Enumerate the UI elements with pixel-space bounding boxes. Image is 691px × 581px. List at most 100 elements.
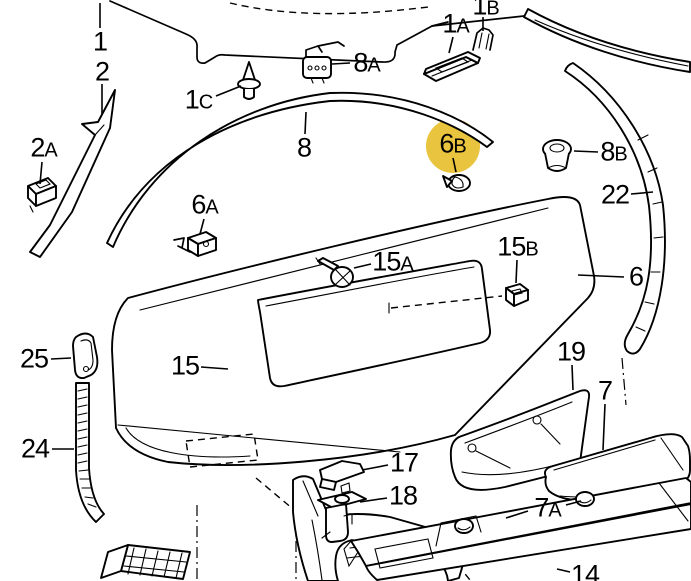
part-label-number: 1 [92,26,108,57]
leader-line-15A [353,263,372,269]
part-label-1C[interactable]: 1C [185,86,214,114]
part-label-number: 8 [600,136,615,167]
part-label-suffix: B [453,135,467,158]
part-label-number: 15 [170,350,200,381]
part-label-1[interactable]: 1 [92,26,108,57]
part-label-7A[interactable]: 7A [534,492,562,523]
base-rail-shape [343,477,691,581]
end-cap-shape [72,332,99,380]
window-trim-arc-shape [106,91,494,248]
part-label-6A[interactable]: 6A [191,191,219,219]
push-pin-shape [237,61,261,100]
cover-cap-shape [319,460,365,494]
part-label-suffix: A [44,139,58,162]
leader-line-18 [359,497,388,503]
part-label-number: 17 [389,447,419,478]
leader-line-2A [39,161,43,185]
leader-line-6 [577,274,625,278]
part-label-number: 25 [19,343,49,374]
part-label-suffix: A [400,253,414,276]
part-label-suffix: B [486,0,500,20]
part-label-1B[interactable]: 1B [472,0,499,20]
bracket-clip-shape [173,231,217,257]
part-label-suffix: A [367,54,381,77]
part-label-number: 18 [388,480,418,511]
artwork [27,0,691,581]
pillar-clip-shape [27,177,57,213]
part-label-1A[interactable]: 1A [442,8,469,39]
part-label-6[interactable]: 6 [628,261,644,292]
part-label-2[interactable]: 2 [94,56,110,87]
part-label-number: 2 [30,132,45,163]
leader-line-19 [571,364,574,391]
callout-layer [39,3,654,573]
panel-fastener-clip-shape [442,174,471,192]
part-label-number: 19 [556,336,586,367]
roof-seal-strip-shape [523,8,691,73]
part-label-number: 15 [497,231,526,262]
quarter-strip-shape [564,62,666,355]
part-label-7[interactable]: 7 [597,375,613,406]
part-label-15B[interactable]: 15B [497,231,538,262]
door-panel-shape [111,196,596,468]
part-label-15[interactable]: 15 [170,350,200,381]
part-label-number: 24 [20,433,50,464]
part-label-number: 2 [94,56,110,87]
seal-strip-shape [75,382,105,523]
leader-line-7A [505,510,529,519]
part-label-8B[interactable]: 8B [600,136,627,167]
part-label-2A[interactable]: 2A [30,132,58,163]
part-label-number: 7 [534,492,549,523]
leader-line-1A [448,36,454,54]
screw-shape [315,257,354,288]
retainer-clip-shape [302,41,345,84]
leader-line-22 [630,191,654,195]
part-label-24[interactable]: 24 [20,433,50,464]
leader-line-8 [304,111,307,135]
lock-bezel-shape [317,491,367,543]
part-label-25[interactable]: 25 [19,343,49,374]
part-label-suffix: C [198,91,214,114]
part-label-number: 8 [296,132,312,163]
part-label-6B[interactable]: 6B [439,128,467,159]
leader-line-17 [361,464,389,471]
grommet-shape [542,139,572,172]
part-label-number: 15 [372,246,401,277]
leader-line-15 [200,366,229,370]
part-label-number: 22 [600,179,630,210]
part-label-number: 14 [570,559,600,581]
part-label-number: 6 [628,261,644,292]
leader-line-7 [602,403,606,451]
part-label-8A[interactable]: 8A [353,47,381,78]
part-label-number: 7 [597,375,613,406]
part-label-15A[interactable]: 15A [372,246,414,277]
leader-line-8B [573,150,599,153]
part-label-18[interactable]: 18 [388,480,418,511]
rear-shelf-trim-shape [109,0,525,64]
part-label-number: 6 [439,128,454,159]
part-label-number: 1 [472,0,487,21]
part-label-8[interactable]: 8 [296,132,312,163]
part-label-suffix: A [548,499,562,522]
leader-line-6B [452,157,457,173]
part-label-14[interactable]: 14 [570,559,600,581]
leader-line-6A [199,218,205,235]
leader-line-7A [565,500,582,506]
leader-line-14 [556,568,571,573]
part-label-19[interactable]: 19 [556,336,586,367]
part-label-22[interactable]: 22 [600,179,630,210]
retainer-clip-15b-shape [505,283,529,307]
part-label-suffix: A [205,196,219,219]
leader-line-8A [331,62,351,65]
leader-line-25 [50,357,72,360]
leader-line-15B [515,259,518,284]
textured-pad-shape [100,544,191,580]
mounting-bracket-shape [423,51,481,82]
part-label-17[interactable]: 17 [389,447,419,478]
leader-line-1C [215,85,242,97]
part-label-number: 1 [442,8,457,39]
part-label-number: 8 [353,47,368,78]
